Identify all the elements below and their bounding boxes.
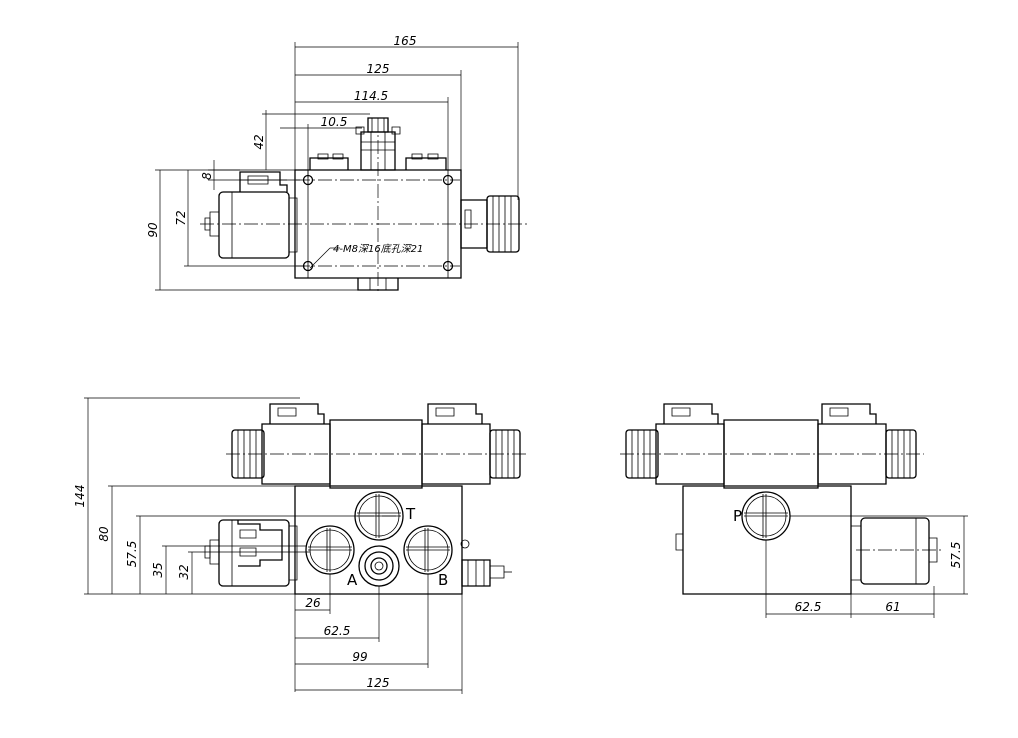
dim-62-5-front: 62.5	[324, 624, 351, 638]
port-label-t: T	[405, 505, 416, 523]
body-plug	[461, 540, 469, 548]
top-fitting	[356, 118, 400, 170]
top-dimensions: 165 125 114.5 10.5 42 8 72 90 4-M8深16底孔深…	[146, 34, 518, 290]
dim-10-5: 10.5	[321, 115, 348, 129]
dim-42: 42	[252, 134, 266, 149]
front-view: T A B 144 80 57	[73, 398, 528, 694]
dim-165: 165	[394, 34, 417, 48]
dim-80: 80	[97, 526, 111, 542]
port-label-b: B	[438, 571, 448, 589]
mount-hole-4	[444, 262, 453, 271]
dim-57-5-front: 57.5	[125, 541, 139, 568]
port-a-left	[306, 526, 354, 574]
dim-125-top: 125	[367, 62, 390, 76]
dim-90: 90	[146, 222, 160, 238]
front-left-coil	[205, 520, 297, 586]
dim-61: 61	[885, 600, 900, 614]
mount-hole-2	[444, 176, 453, 185]
top-left-solenoid	[205, 172, 297, 258]
side-solenoid-assembly	[620, 404, 924, 488]
side-dimensions: 62.5 61 57.5	[766, 516, 968, 618]
dim-72: 72	[174, 210, 188, 225]
top-connector-tabs	[310, 154, 446, 170]
dim-32: 32	[177, 564, 191, 579]
front-dimensions: 144 80 57.5 35 32 26 62.5 99 125	[73, 398, 462, 694]
front-right-fitting	[462, 560, 512, 586]
top-right-knob	[461, 196, 519, 252]
front-valve-body	[295, 486, 462, 594]
dim-114-5: 114.5	[354, 89, 388, 103]
top-bottom-stub	[358, 278, 398, 290]
front-solenoid-assembly	[226, 404, 528, 488]
side-right-coil	[851, 518, 944, 584]
dim-125-front: 125	[367, 676, 390, 690]
dim-144: 144	[73, 485, 87, 508]
side-left-plug	[676, 534, 683, 550]
mount-hole-note: 4-M8深16底孔深21	[333, 243, 423, 255]
dim-62-5-side: 62.5	[795, 600, 822, 614]
port-p	[742, 492, 790, 540]
port-a-gauge	[359, 546, 399, 586]
top-view: 165 125 114.5 10.5 42 8 72 90 4-M8深16底孔深…	[146, 34, 528, 292]
port-b	[404, 526, 452, 574]
side-view: P 62.5 61 57.5	[620, 404, 968, 618]
port-label-a: A	[347, 571, 358, 589]
dim-8: 8	[200, 172, 214, 180]
dim-26: 26	[305, 596, 321, 610]
port-label-p: P	[733, 507, 742, 525]
dim-35: 35	[151, 562, 165, 577]
dim-57-5-side: 57.5	[949, 542, 963, 569]
dim-99: 99	[352, 650, 367, 664]
